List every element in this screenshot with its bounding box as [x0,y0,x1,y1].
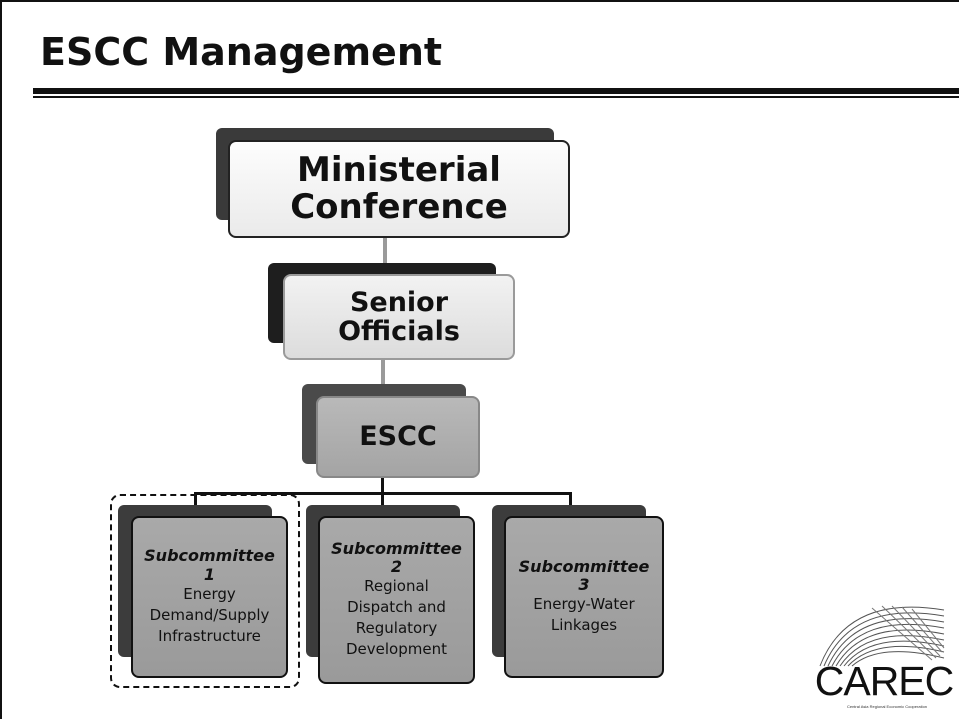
subcommittee-2-number: 2 [390,557,403,576]
senior-line1: Senior [349,286,449,318]
subcommittee-2-desc-3: Regulatory [355,619,438,638]
ministerial-conference-box: Ministerial Conference [228,140,570,238]
subcommittee-2-title: Subcommittee [331,538,462,558]
subcommittee-2-desc-4: Development [346,640,447,659]
senior-officials-box: Senior Officials [283,274,515,360]
subcommittee-1-desc-3: Infrastructure [158,626,261,645]
title-underline-thin [33,96,959,98]
subcommittee-3-box: Subcommittee 3 Energy-Water Linkages [504,516,664,678]
senior-line2: Officials [338,316,460,347]
subcommittee-3-desc-1: Energy-Water [533,595,635,614]
carec-logo: CAREC Central Asia Regional Economic Coo… [812,598,956,716]
slide-title: ESCC Management [40,30,443,74]
connector-level1-level2 [383,236,387,268]
carec-logo-graphic [819,605,945,667]
escc-box: ESCC [316,396,480,478]
subcommittee-1-box: Subcommittee 1 Energy Demand/Supply Infr… [131,516,288,678]
escc-label: ESCC [359,421,437,453]
subcommittee-1-desc-2: Demand/Supply [149,605,270,624]
connector-level2-level3 [381,357,385,387]
subcommittee-2-desc-1: Regional [364,577,429,596]
connector-sub2 [381,492,384,508]
subcommittee-1-title: Subcommittee [144,546,275,566]
carec-logo-tagline: Central Asia Regional Economic Cooperati… [846,704,928,709]
title-underline [33,88,959,94]
subcommittee-1-desc-1: Energy [183,584,236,603]
subcommittee-3-title: Subcommittee [518,556,650,576]
ministerial-line2: Conference [290,187,508,227]
subcommittee-1-highlight [110,494,300,688]
connector-level3-bus [381,478,384,494]
ministerial-line1: Ministerial [297,150,501,191]
carec-logo-text: CAREC [814,658,955,704]
subcommittee-2-desc-2: Dispatch and [347,598,446,617]
subcommittee-1-number: 1 [203,564,216,584]
connector-sub3 [569,492,572,508]
connector-sub1 [194,492,197,508]
subcommittee-3-number: 3 [578,575,590,594]
subcommittee-2-box: Subcommittee 2 Regional Dispatch and Reg… [318,516,475,684]
subcommittee-3-desc-2: Linkages [550,616,618,635]
